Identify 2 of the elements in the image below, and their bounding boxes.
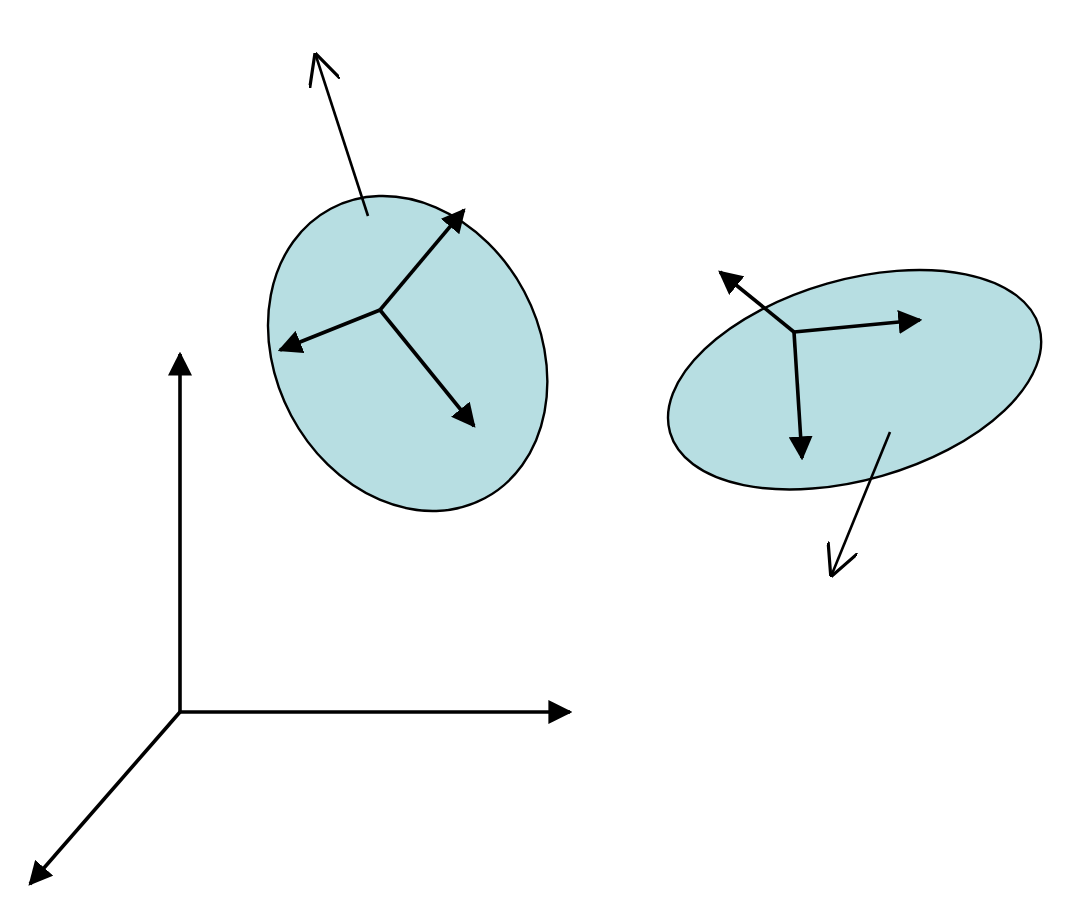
ellipsoid-body: [268, 196, 548, 512]
ellipsoid-body: [667, 270, 1041, 490]
